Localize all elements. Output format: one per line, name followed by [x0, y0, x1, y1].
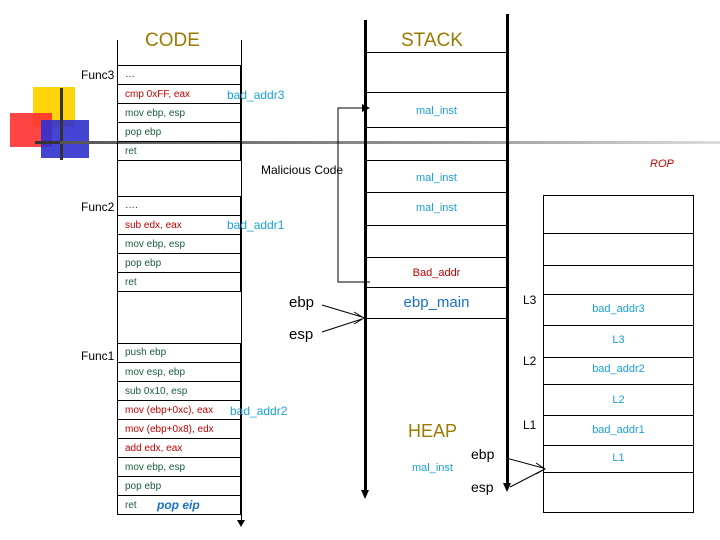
code-row: …	[125, 69, 135, 80]
stack-left-line	[364, 20, 367, 492]
func1-label: Func1	[81, 349, 115, 363]
malicious-code-arrow	[337, 104, 370, 283]
func2-block: …. sub edx, eax mov ebp, esp pop ebp ret	[117, 196, 241, 292]
heap-title: HEAP	[408, 421, 458, 441]
stack-esp-label: esp	[289, 326, 314, 343]
slide-horizontal-rule	[60, 141, 720, 144]
code-right-line	[241, 40, 242, 522]
func3-block: … cmp 0xFF, eax mov ebp, esp pop ebp ret	[117, 65, 241, 161]
stack-cell: mal_inst	[416, 105, 457, 117]
stack-title: STACK	[401, 30, 463, 51]
stack-right-down-arrow	[503, 483, 511, 492]
bad-addr1-annotation: bad_addr1	[227, 218, 285, 232]
rop-cell: L1	[612, 452, 625, 464]
code-row: pop ebp	[125, 127, 162, 138]
stack-cell: Bad_addr	[412, 267, 461, 279]
stack-cell: mal_inst	[416, 172, 457, 184]
heap-mal-inst: mal_inst	[412, 462, 453, 474]
heap-pointer-arrows	[505, 457, 546, 488]
code-row: sub 0x10, esp	[125, 386, 188, 397]
rop-marker-l3: L3	[523, 293, 537, 307]
code-row: mov esp, ebp	[125, 367, 186, 378]
code-row: pop ebp	[125, 258, 162, 269]
rop-marker-l1: L1	[523, 418, 537, 432]
func2-label: Func2	[81, 200, 115, 214]
code-row: mov (ebp+0xc), eax	[125, 405, 214, 416]
code-row: ….	[125, 200, 138, 211]
stack-cell: ebp_main	[403, 294, 470, 311]
rop-cell: L3	[612, 334, 625, 346]
stack-pointer-arrows	[321, 304, 365, 333]
malicious-code-label: Malicious Code	[261, 163, 344, 177]
rop-cell: bad_addr3	[592, 303, 645, 315]
code-row: add edx, eax	[125, 443, 183, 454]
code-row: mov ebp, esp	[125, 239, 186, 250]
code-row: mov (ebp+0x8), edx	[125, 424, 214, 435]
slide-logo-decoration	[0, 0, 110, 170]
rop-box: bad_addr3 L3 bad_addr2 L2 bad_addr1 L1	[543, 195, 694, 513]
code-row: ret	[125, 277, 137, 288]
heap-ebp-label: ebp	[471, 446, 495, 462]
stack-cell: mal_inst	[416, 202, 457, 214]
code-row: ret	[125, 500, 137, 511]
func3-label: Func3	[81, 68, 115, 82]
rop-cell: bad_addr2	[592, 363, 645, 375]
code-row: ret	[125, 146, 137, 157]
func1-block: push ebp mov esp, ebp sub 0x10, esp mov …	[117, 343, 241, 515]
bad-addr3-annotation: bad_addr3	[227, 88, 285, 102]
code-title: CODE	[145, 30, 200, 51]
stack-left-down-arrow	[361, 490, 369, 499]
heap-esp-label: esp	[471, 479, 494, 495]
code-row: mov ebp, esp	[125, 108, 186, 119]
rop-title: ROP	[650, 158, 674, 170]
rop-marker-l2: L2	[523, 354, 537, 368]
stack-right-line	[506, 14, 509, 486]
stack-ebp-label: ebp	[289, 294, 315, 311]
code-row: cmp 0xFF, eax	[125, 89, 191, 100]
stack-cells: mal_inst mal_inst mal_inst Bad_addr ebp_…	[367, 52, 506, 319]
code-row: sub edx, eax	[125, 220, 182, 231]
code-row: mov ebp, esp	[125, 462, 186, 473]
code-down-arrow	[237, 520, 245, 527]
rop-cell: L2	[612, 394, 625, 406]
code-row: push ebp	[125, 347, 167, 358]
rop-cell: bad_addr1	[592, 424, 645, 436]
pop-eip-note: pop eip	[157, 498, 200, 512]
bad-addr2-annotation: bad_addr2	[230, 404, 288, 418]
code-row: pop ebp	[125, 481, 162, 492]
